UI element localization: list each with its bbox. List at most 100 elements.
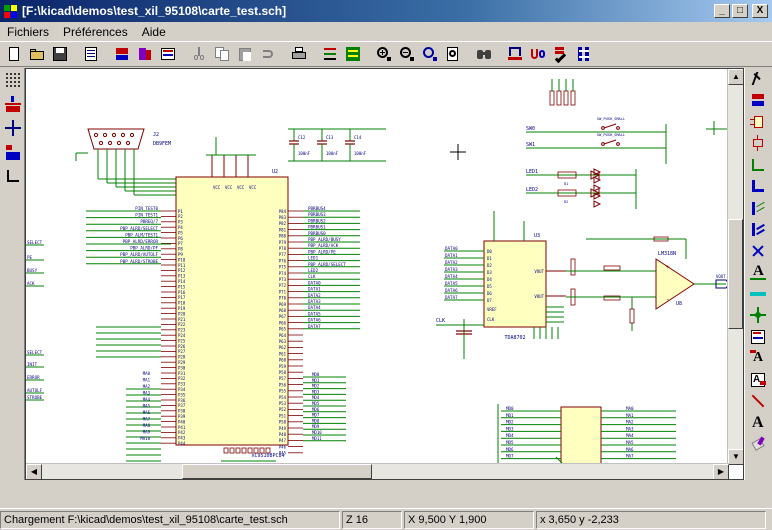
zoom-out-button[interactable] <box>395 43 418 65</box>
main-ic-top-pin: VCC <box>237 185 245 190</box>
global-label-button[interactable] <box>745 283 771 305</box>
import-pin-button[interactable]: A <box>745 348 771 370</box>
hierarchical-sheet-button[interactable] <box>745 326 771 348</box>
sheet-pin-button[interactable]: A <box>745 369 771 391</box>
main-ic-pin-name: P26 <box>178 344 186 349</box>
right-net-label: PBRBUS0 <box>308 231 326 236</box>
zoom-fit-button[interactable] <box>441 43 464 65</box>
maximize-button[interactable]: □ <box>732 4 748 18</box>
place-component-icon <box>750 114 766 130</box>
open-button[interactable] <box>25 43 48 65</box>
cvpcb-button[interactable] <box>572 43 595 65</box>
main-ic-pin-name: P76 <box>279 258 287 263</box>
switch-value: SW_PUSH_SMALL <box>597 117 625 121</box>
undo-button[interactable] <box>256 43 279 65</box>
cap-value: 100nF <box>326 151 339 156</box>
place-bus-button[interactable] <box>745 176 771 198</box>
page-setup-button[interactable] <box>79 43 102 65</box>
main-ic-pin-name: P13 <box>178 274 186 279</box>
bom-button[interactable] <box>549 43 572 65</box>
minimize-button[interactable]: _ <box>714 4 730 18</box>
scroll-right-button[interactable]: ▶ <box>713 464 729 480</box>
library-browse-button[interactable] <box>156 43 179 65</box>
cut-button[interactable] <box>187 43 210 65</box>
main-ic-pin-name: P82 <box>279 221 287 226</box>
copy-button[interactable] <box>210 43 233 65</box>
zoom-in-button[interactable] <box>372 43 395 65</box>
print-button[interactable] <box>287 43 310 65</box>
left-net-label: PBP_ALRD/ERROR <box>123 239 159 244</box>
bus-net-label: MA6 <box>143 410 151 415</box>
library-button[interactable] <box>133 43 156 65</box>
new-button[interactable] <box>2 43 25 65</box>
scroll-up-button[interactable]: ▲ <box>728 69 744 85</box>
wire-mode-toggle-button[interactable] <box>0 164 25 188</box>
horizontal-scroll-thumb[interactable] <box>182 464 372 479</box>
erc-button[interactable] <box>526 43 549 65</box>
left-net-label: PBP_ALRD/SELECT <box>120 226 158 231</box>
annotate-button[interactable] <box>503 43 526 65</box>
menu-fichiers[interactable]: Fichiers <box>0 25 56 39</box>
main-ic-pin-name: P66 <box>279 320 287 325</box>
bus-bus-entry-button[interactable] <box>745 219 771 241</box>
units-toggle-button[interactable] <box>0 92 25 116</box>
scroll-left-button[interactable]: ◀ <box>26 464 42 480</box>
cap-value: 100nF <box>354 151 367 156</box>
left-edge-label: SELECT <box>27 240 43 245</box>
find-button[interactable] <box>472 43 495 65</box>
bottom-ic-net-label: MA7 <box>626 454 634 459</box>
grid-toggle-button[interactable] <box>0 68 25 92</box>
cursor-toggle-button[interactable] <box>0 116 25 140</box>
zoom-redraw-icon <box>422 46 438 62</box>
close-button[interactable]: X <box>752 4 768 18</box>
main-ic-pin-name: P14 <box>178 279 186 284</box>
toolbar-separator <box>495 43 503 65</box>
left-toolbar <box>0 68 25 480</box>
main-ic-pin-name: P68 <box>279 308 287 313</box>
toolbar-separator <box>464 43 472 65</box>
bottom-ic-net-label: MA6 <box>626 447 634 452</box>
horizontal-scrollbar[interactable]: ◀ ▶ <box>26 463 729 479</box>
menu-aide[interactable]: Aide <box>135 25 173 39</box>
main-ic-pin-name: P23 <box>178 328 186 333</box>
cap-ref: C12 <box>298 135 306 140</box>
connector-ref: J2 <box>153 132 159 138</box>
vertical-scroll-thumb[interactable] <box>728 219 743 329</box>
main-ic-pin-name: P70 <box>279 296 287 301</box>
wire-bus-entry-button[interactable] <box>745 197 771 219</box>
hidden-pins-toggle-button[interactable] <box>0 140 25 164</box>
main-ic-pin-name: P57 <box>279 376 287 381</box>
vertical-scrollbar[interactable]: ▲ ▼ <box>727 69 743 465</box>
bom-icon <box>553 46 569 62</box>
right-net-label: PBRBUS2 <box>308 218 326 223</box>
bottom-ic-net-label: MA5 <box>626 440 634 445</box>
menu-preferences[interactable]: Préférences <box>56 25 135 39</box>
place-component-button[interactable] <box>745 111 771 133</box>
scroll-down-button[interactable]: ▼ <box>728 449 744 465</box>
main-ic-pin-name: P43 <box>178 436 186 441</box>
schematic-drawing[interactable]: J2DB9FEMU2XC95108PC84VCCVCCVCCVCCP1P2P3P… <box>26 69 729 465</box>
netlist-button[interactable] <box>318 43 341 65</box>
delete-button[interactable] <box>745 434 771 456</box>
text-button[interactable]: A <box>745 412 771 434</box>
schematic-canvas[interactable]: J2DB9FEMU2XC95108PC84VCCVCCVCCVCCP1P2P3P… <box>25 68 744 480</box>
hierarchy-button[interactable] <box>110 43 133 65</box>
open-icon <box>29 46 45 62</box>
no-connect-button[interactable] <box>745 240 771 262</box>
save-button[interactable] <box>48 43 71 65</box>
bus-net-label: MD11 <box>312 436 322 441</box>
draw-line-button[interactable] <box>745 391 771 413</box>
main-ic-pin-name: P41 <box>178 425 186 430</box>
bus-net-label: MD9 <box>312 424 320 429</box>
zoom-redraw-button[interactable] <box>418 43 441 65</box>
pcb-button[interactable] <box>341 43 364 65</box>
net-label-button[interactable]: A <box>745 262 771 284</box>
dac-pin-name: D3 <box>487 270 492 275</box>
hierarchy-navigate-button[interactable] <box>745 90 771 112</box>
select-arrow-button[interactable] <box>745 68 771 90</box>
place-power-button[interactable] <box>745 133 771 155</box>
junction-button[interactable] <box>745 305 771 327</box>
place-wire-button[interactable] <box>745 154 771 176</box>
main-ic-pin-name: P17 <box>178 295 186 300</box>
paste-button[interactable] <box>233 43 256 65</box>
